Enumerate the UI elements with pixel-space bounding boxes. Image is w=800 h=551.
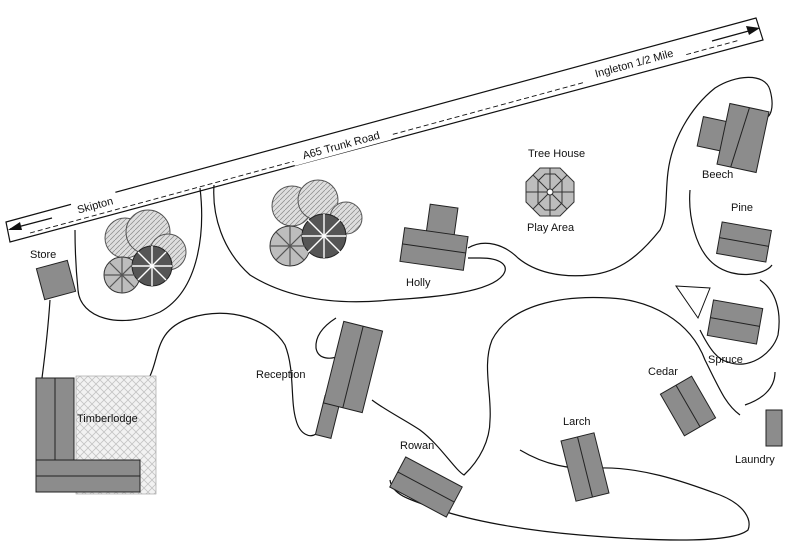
arrow-west-icon (8, 217, 53, 230)
pine-building[interactable] (716, 221, 772, 263)
beech-building[interactable] (696, 102, 770, 174)
trunk-road: A65 Trunk Road Skipton Ingleton 1/2 Mile (5, 17, 764, 243)
cedar-building[interactable] (659, 375, 717, 437)
arrow-east-icon (711, 26, 760, 42)
larch-label: Larch (563, 416, 591, 428)
spruce-building[interactable] (706, 299, 764, 345)
pine-label: Pine (731, 202, 753, 214)
cedar-label: Cedar (648, 366, 678, 378)
tree-house-label: Tree House (528, 148, 585, 160)
play-area-label: Play Area (527, 222, 575, 234)
store-building[interactable] (35, 259, 77, 301)
laundry-label: Laundry (735, 454, 775, 466)
beech-label: Beech (702, 169, 733, 181)
spruce-label: Spruce (708, 354, 743, 366)
store-label: Store (30, 249, 56, 261)
triangle-marker (675, 285, 711, 320)
rowan-label: Rowan (400, 440, 434, 452)
reception-label: Reception (256, 369, 306, 381)
tree-cluster-left (103, 209, 187, 294)
tree-house-icon[interactable] (525, 167, 575, 217)
holly-label: Holly (406, 277, 431, 289)
tree-cluster-middle (269, 179, 363, 267)
larch-building[interactable] (560, 432, 610, 502)
holly-building[interactable] (399, 203, 469, 271)
timberlodge-label: Timberlodge (77, 413, 138, 425)
reception-building[interactable] (314, 320, 384, 439)
rowan-building[interactable] (389, 456, 463, 518)
laundry-building[interactable] (765, 409, 783, 447)
timberlodge-building[interactable] (35, 377, 141, 493)
